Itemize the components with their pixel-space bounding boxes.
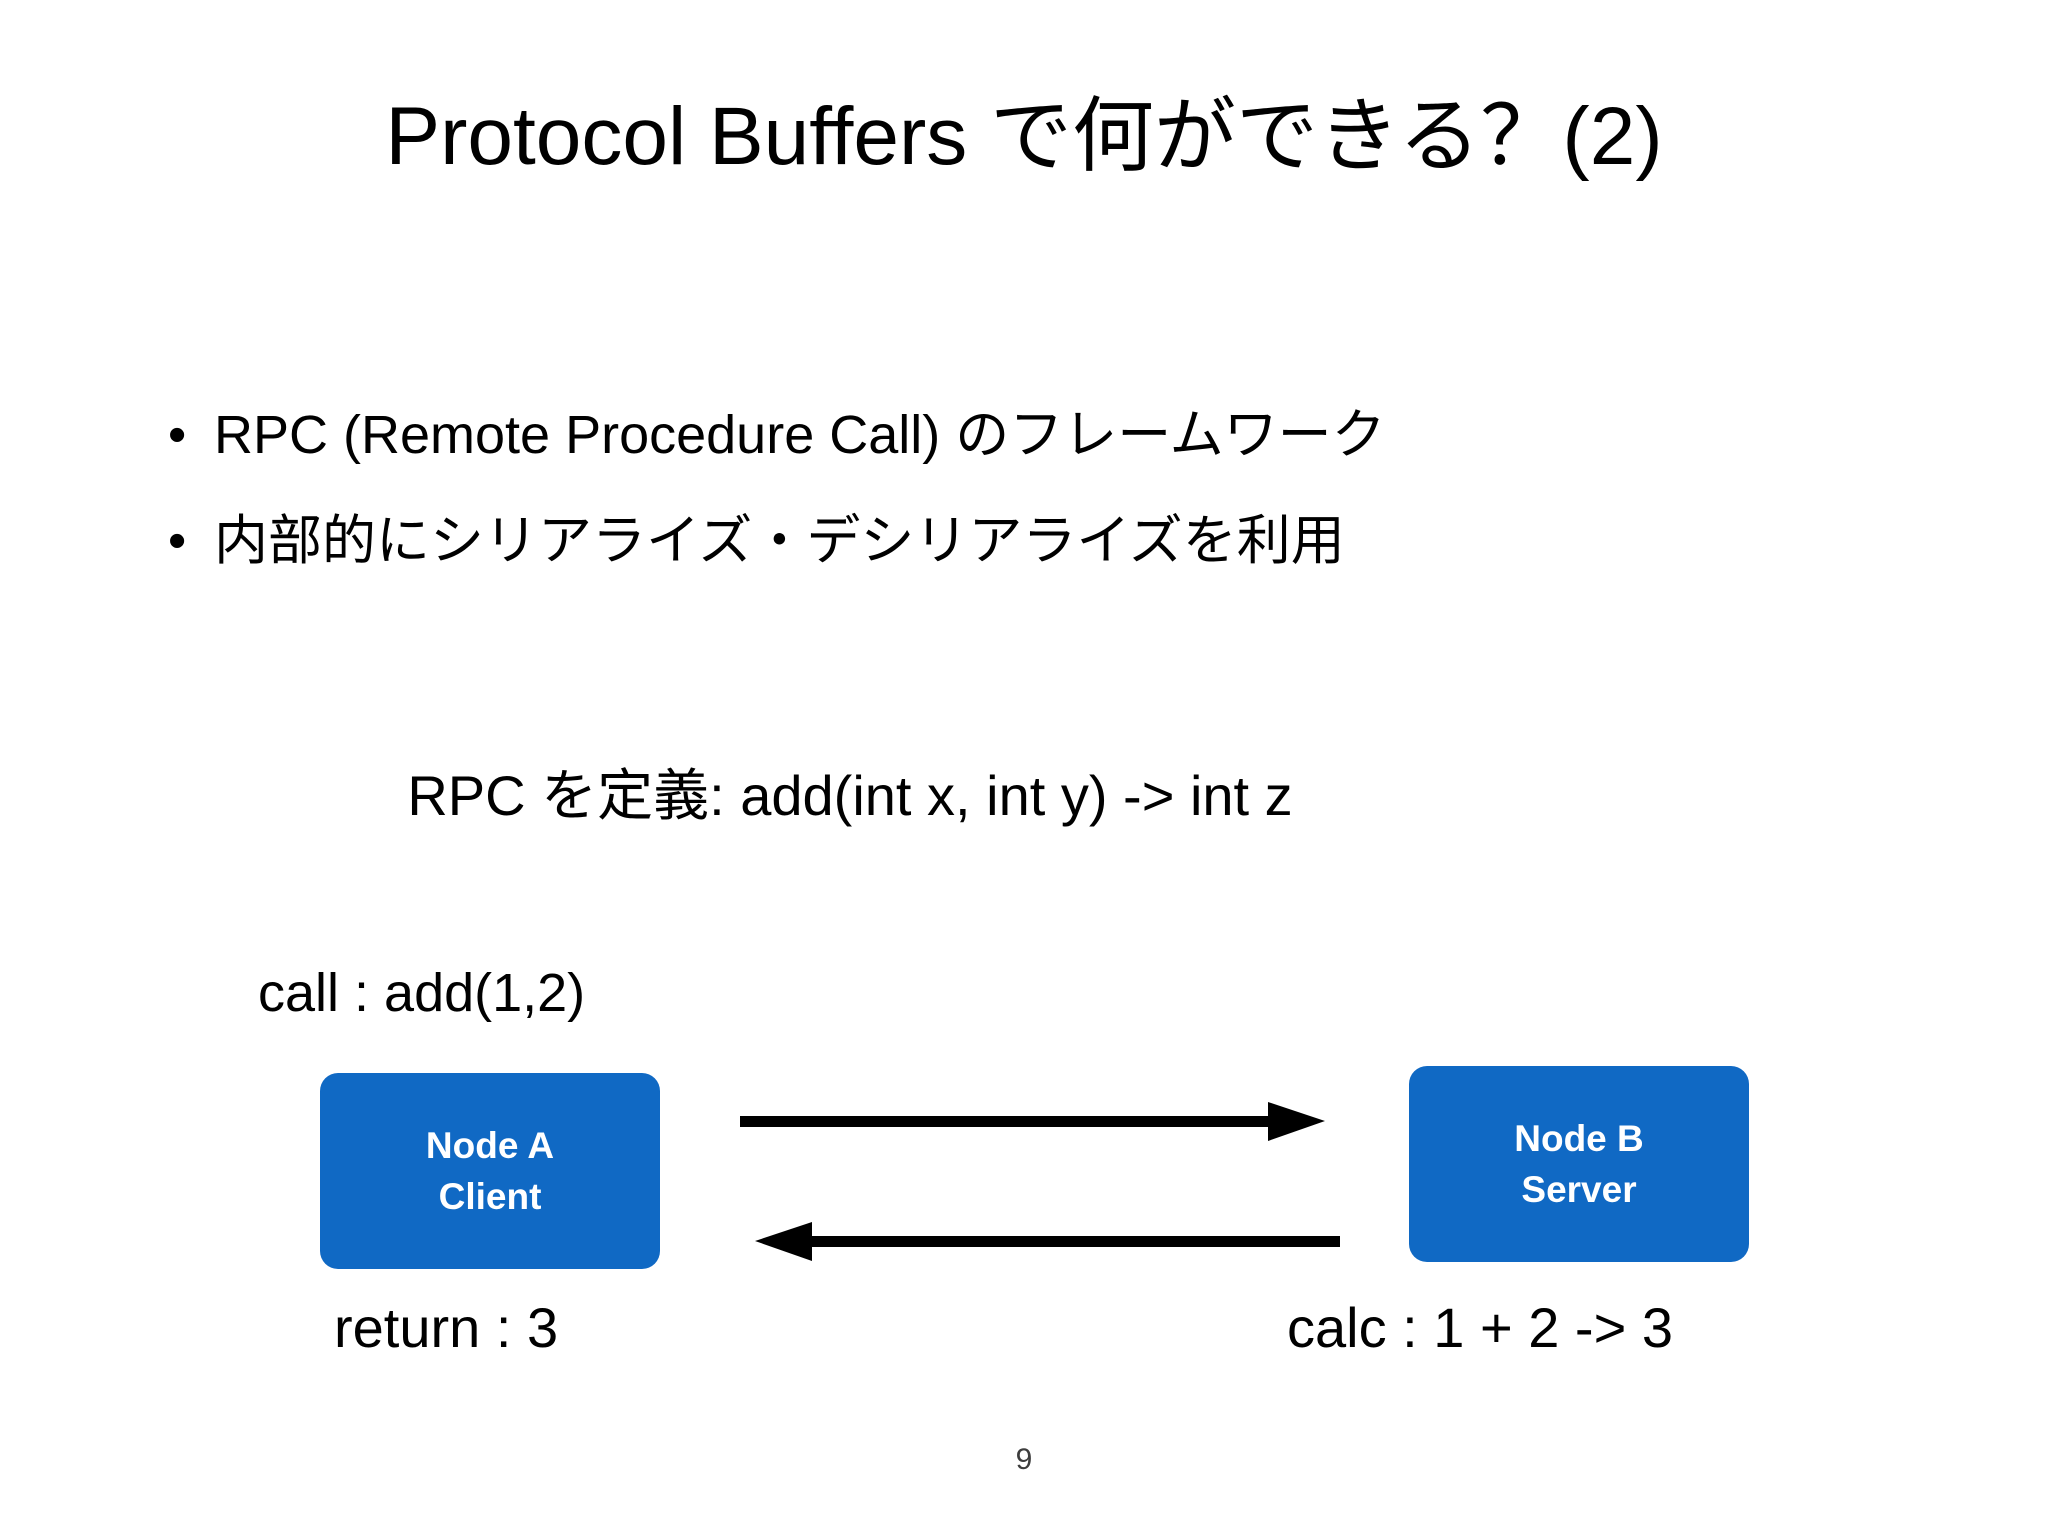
return-label: return : 3 xyxy=(334,1296,559,1359)
node-a-title: Node A xyxy=(425,1124,555,1166)
request-arrow-icon xyxy=(740,1102,1325,1141)
bullet-text: RPC (Remote Procedure Call) のフレームワーク xyxy=(214,405,1386,465)
list-item: • 内部的にシリアライズ・デシリアライズを利用 xyxy=(168,504,1928,578)
page-title: Protocol Buffers で何ができる？(2) xyxy=(385,91,1663,182)
node-a-client-box: Node A Client xyxy=(320,1073,660,1269)
response-arrow-icon xyxy=(755,1222,1340,1261)
calc-label: calc : 1 + 2 -> 3 xyxy=(1287,1296,1673,1359)
page-number: 9 xyxy=(1015,1443,1033,1476)
bullet-dot-icon: • xyxy=(168,406,187,464)
node-b-role: Server xyxy=(1521,1169,1637,1210)
node-a-role: Client xyxy=(438,1176,542,1217)
bullet-text: 内部的にシリアライズ・デシリアライズを利用 xyxy=(214,511,1345,571)
bullet-dot-icon: • xyxy=(168,512,187,570)
node-b-server-box: Node B Server xyxy=(1409,1066,1749,1262)
call-label: call : add(1,2) xyxy=(258,963,586,1023)
list-item: • RPC (Remote Procedure Call) のフレームワーク xyxy=(168,398,1928,472)
node-b-title: Node B xyxy=(1514,1117,1644,1159)
rpc-definition-text: RPC を定義: add(int x, int y) -> int z xyxy=(407,764,1293,827)
arrow-group xyxy=(740,1102,1340,1261)
bullet-list: • RPC (Remote Procedure Call) のフレームワーク •… xyxy=(168,398,1928,610)
